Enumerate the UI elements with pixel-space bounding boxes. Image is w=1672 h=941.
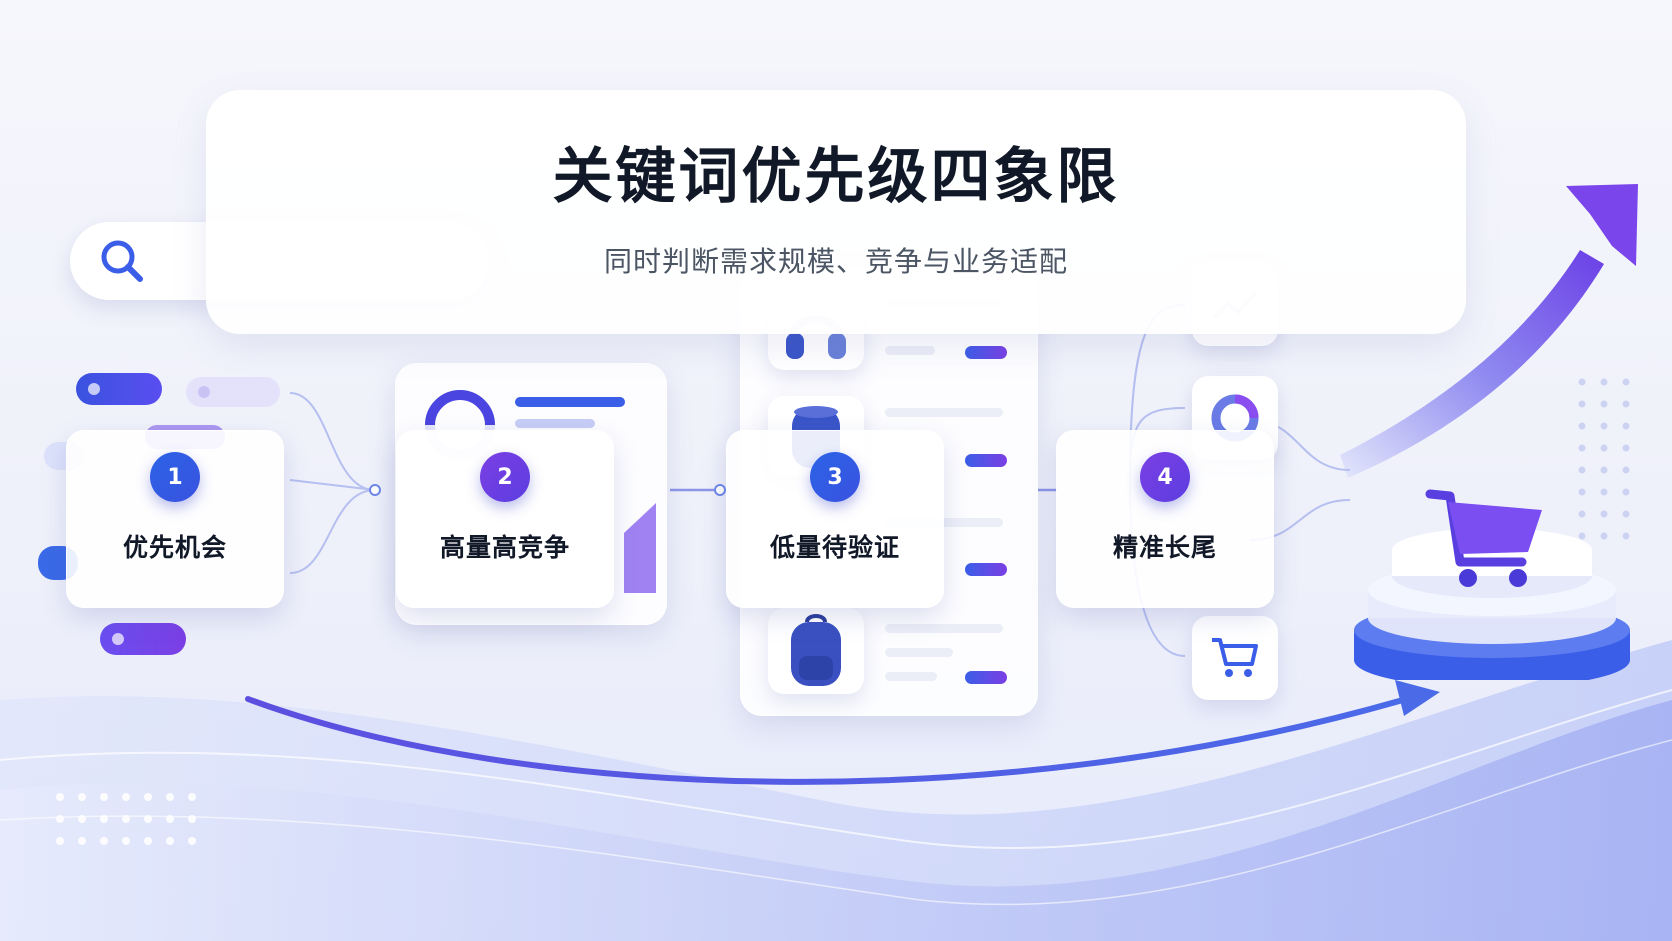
quadrant-label: 低量待验证 [769,533,900,562]
product-tag [965,671,1007,684]
page-subtitle: 同时判断需求规模、竞争与业务适配 [603,245,1068,278]
keyword-pill [76,373,162,405]
quadrant-label: 优先机会 [122,533,227,562]
dot-grid-right [1578,378,1630,540]
shopping-cart-icon [1212,638,1258,677]
quadrant-label: 精准长尾 [1112,533,1217,562]
product-tag [965,563,1007,576]
cart-tile [1192,616,1278,700]
dashboard-bar [515,397,625,407]
product-tag [965,454,1007,467]
product-line [885,624,1003,633]
shopping-cart-icon [1425,489,1542,587]
product-line [885,518,1003,527]
podium-icon [1354,489,1630,680]
bottom-arc-arrow [245,680,1440,785]
quadrant-card-4: 4 精准长尾 [1056,430,1274,608]
search-icon [101,240,143,282]
dashboard-bar [515,419,595,428]
quadrant-number-badge: 3 [810,452,860,502]
product-tag [965,346,1007,359]
product-line [885,648,953,657]
product-line [885,408,1003,417]
header-panel: 关键词优先级四象限 同时判断需求规模、竞争与业务适配 [206,90,1466,334]
quadrant-number-badge: 4 [1140,452,1190,502]
page-title: 关键词优先级四象限 [552,142,1120,212]
quadrant-card-3: 3 低量待验证 [726,430,944,608]
quadrant-number-badge: 2 [480,452,530,502]
product-line [885,672,937,681]
keyword-pill [186,377,280,407]
dot-grid-left [56,793,196,845]
quadrant-card-2: 2 高量高竞争 [396,430,614,608]
quadrant-card-1: 1 优先机会 [66,430,284,608]
keyword-pill [100,623,186,655]
product-thumb [768,608,864,694]
product-line [885,346,935,355]
bar-chart-icon [624,503,656,593]
upward-arrow-icon [1340,184,1638,478]
backpack-icon [791,614,841,686]
quadrant-label: 高量高竞争 [439,533,570,562]
quadrant-number-badge: 1 [150,452,200,502]
